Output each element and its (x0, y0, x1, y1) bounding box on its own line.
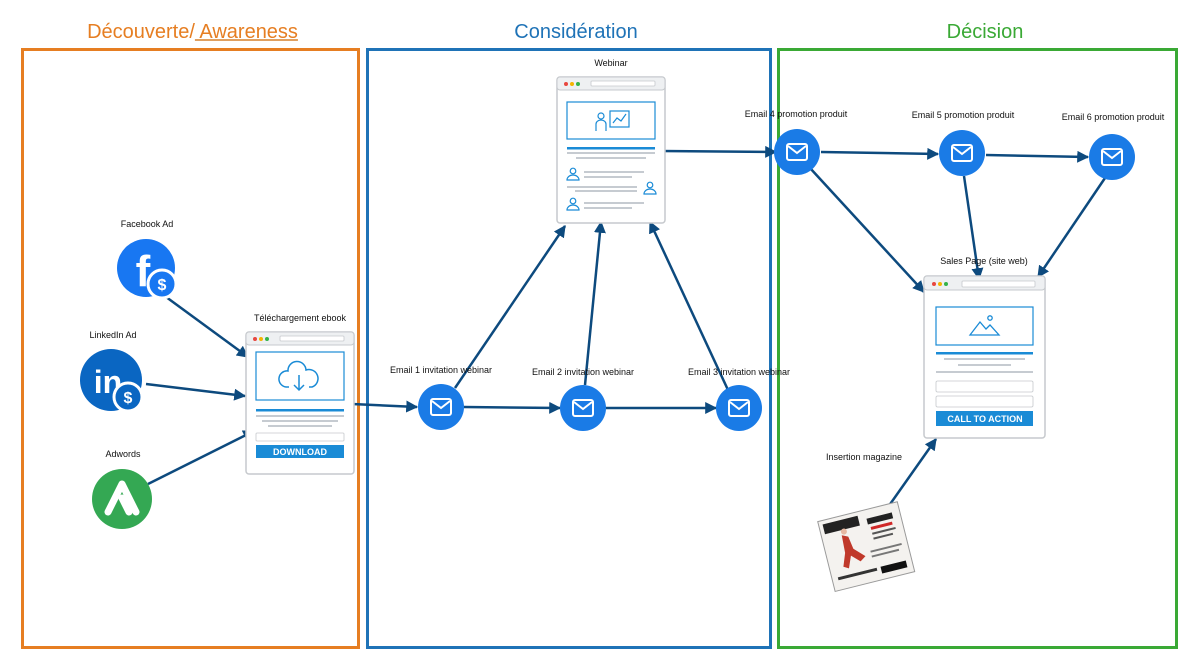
ebook-page-mockup: DOWNLOAD (245, 331, 355, 475)
call-to-action-button (936, 411, 1033, 426)
arrow-email4-email5 (820, 147, 940, 160)
arrow-email2-webinar (583, 220, 606, 386)
linkedin-dollar: $ (124, 390, 133, 407)
attendee-icon-3 (566, 197, 580, 211)
stage-box-consideration (366, 48, 772, 649)
arrow-email3-webinar (648, 220, 730, 391)
email-2-label: Email 2 invitation webinar (531, 367, 635, 377)
email-node-3 (716, 385, 762, 431)
linkedin-ad-label: LinkedIn Ad (89, 330, 137, 340)
cloud-download-icon (278, 360, 319, 392)
arrow-email5-email6 (985, 150, 1090, 163)
email-3-label: Email 3 invitation webinar (687, 367, 791, 377)
sales-page-mockup: CALL TO ACTION (923, 275, 1046, 439)
arrow-ebook-email1 (351, 400, 419, 413)
email-4-label: Email 4 promotion produit (744, 109, 848, 119)
attendee-icon-2 (643, 181, 657, 195)
adwords-label: Adwords (105, 449, 141, 459)
linkedin-icon: in $ (80, 349, 144, 413)
download-button-label: DOWNLOAD (273, 447, 327, 457)
stage-title-awareness-main: Découverte/ (87, 21, 195, 43)
arrow-email5-salespage (962, 175, 984, 281)
stage-title-awareness: Découverte/ Awareness (70, 21, 315, 44)
facebook-icon: f $ (117, 239, 178, 300)
call-to-action-label: CALL TO ACTION (947, 414, 1022, 424)
presenter-chart-icon (595, 110, 630, 131)
email-6-label: Email 6 promotion produit (1061, 112, 1165, 122)
arrow-linkedin-ebook (145, 382, 247, 401)
image-placeholder-icon (968, 315, 1001, 336)
arrow-email4-salespage (809, 167, 925, 293)
stage-title-awareness-second: Awareness (194, 21, 298, 43)
arrow-email1-email2 (463, 401, 562, 414)
webinar-page-label: Webinar (594, 58, 628, 68)
email-node-5 (939, 130, 985, 176)
arrow-webinar-email4 (660, 145, 778, 158)
facebook-dollar: $ (158, 277, 167, 294)
adwords-icon (92, 469, 152, 529)
email-node-2 (560, 385, 606, 431)
ebook-page-label: Téléchargement ebook (253, 313, 347, 323)
stage-box-awareness (21, 48, 360, 649)
email-node-4 (774, 129, 820, 175)
arrow-facebook-ebook (161, 292, 249, 359)
magazine-label: Insertion magazine (825, 452, 903, 462)
attendee-icon (566, 167, 580, 181)
download-button (256, 445, 344, 458)
sales-page-label: Sales Page (site web) (940, 256, 1028, 266)
stage-box-decision (777, 48, 1178, 649)
facebook-ad-label: Facebook Ad (120, 219, 174, 229)
email-5-label: Email 5 promotion produit (911, 110, 1015, 120)
webinar-page-mockup (556, 76, 666, 224)
stage-title-decision: Décision (946, 21, 1024, 43)
arrow-adwords-ebook (147, 429, 256, 486)
email-node-6 (1089, 134, 1135, 180)
arrow-email1-webinar (453, 225, 567, 389)
email-1-label: Email 1 invitation webinar (389, 365, 493, 375)
stage-title-consideration: Considération (514, 21, 638, 43)
arrow-email6-salespage (1036, 177, 1107, 278)
magazine-cover-image (817, 501, 916, 593)
email-node-1 (418, 384, 464, 430)
